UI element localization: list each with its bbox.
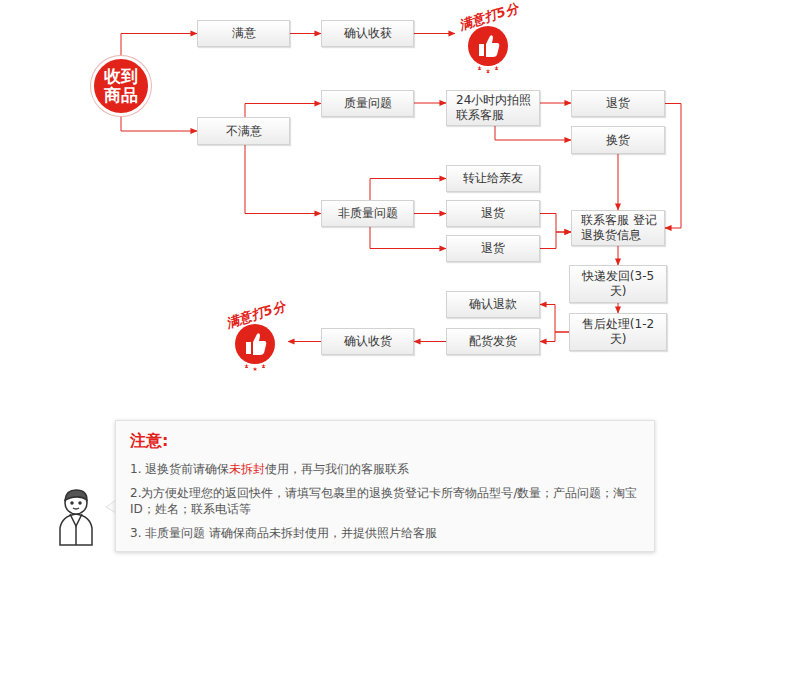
- notice-item: 1. 退换货前请确保未拆封使用，再与我们的客服联系: [130, 461, 640, 477]
- process-box: 确认收货: [321, 328, 414, 355]
- flow-arrow: [414, 213, 446, 214]
- node-label: 非质量问题: [338, 206, 398, 221]
- process-box: 非质量问题: [321, 200, 414, 227]
- notice-text: 1. 退换货前请确保: [130, 462, 229, 476]
- process-box: 满意: [197, 20, 290, 47]
- node-label: 质量问题: [344, 96, 392, 111]
- node-label: 配货发货: [469, 334, 517, 349]
- process-box: 不满意: [197, 117, 290, 145]
- flow-arrow: [665, 104, 681, 229]
- avatar: [60, 490, 92, 545]
- node-label: 售后处理(1-2天): [574, 317, 662, 347]
- node-label: 确认收货: [344, 334, 392, 349]
- flow-arrow: [414, 33, 455, 34]
- node-label: 联系客服 登记退换货信息: [581, 213, 660, 243]
- start-circle: 收到商品: [91, 56, 151, 116]
- flow-arrow: [414, 341, 446, 342]
- node-label: 确认退款: [469, 297, 517, 312]
- node-label: 收到商品: [104, 67, 138, 105]
- rating-badge: 满意打5分: [222, 300, 288, 374]
- process-box: 售后处理(1-2天): [569, 313, 667, 351]
- flow-arrow: [540, 214, 571, 233]
- node-label: 退货: [481, 241, 505, 256]
- flow-arrow: [288, 341, 321, 342]
- process-box: 退货: [446, 200, 540, 227]
- process-box: 转让给亲友: [446, 165, 540, 192]
- process-box: 快递发回(3-5天): [569, 265, 667, 303]
- flow-arrow: [370, 179, 446, 201]
- node-label: 确认收获: [344, 26, 392, 41]
- process-box: 退货: [571, 90, 665, 117]
- node-label: 换货: [606, 133, 630, 148]
- process-box: 配货发货: [446, 328, 540, 355]
- flow-arrow: [618, 303, 619, 313]
- flow-arrow: [540, 103, 571, 104]
- flow-arrow: [121, 34, 197, 57]
- process-box: 换货: [571, 126, 665, 154]
- process-box: 联系客服 登记退换货信息: [571, 210, 665, 246]
- flow-arrow: [540, 232, 571, 249]
- process-box: 质量问题: [321, 90, 414, 117]
- notice-text: 未拆封: [229, 462, 265, 476]
- notice-text: 使用，再与我们的客服联系: [265, 462, 409, 476]
- flow-arrow: [370, 227, 446, 249]
- notice-title: 注意:: [130, 431, 640, 451]
- process-box: 24小时内拍照 联系客服: [446, 90, 540, 126]
- flow-arrow: [618, 246, 619, 265]
- flow-arrow: [245, 145, 321, 214]
- node-label: 满意: [232, 26, 256, 41]
- node-label: 退货: [481, 206, 505, 221]
- process-box: 退货: [446, 235, 540, 262]
- flow-arrow: [245, 104, 321, 118]
- node-label: 快递发回(3-5天): [574, 269, 662, 299]
- notice-item: 2.为方便处理您的返回快件，请填写包裹里的退换货登记卡所寄物品型号/数量；产品问…: [130, 485, 640, 517]
- notice-item: 3. 非质量问题 请确保商品未拆封使用，并提供照片给客服: [130, 525, 640, 541]
- node-label: 24小时内拍照 联系客服: [456, 93, 535, 123]
- node-label: 不满意: [226, 124, 262, 139]
- process-box: 确认退款: [446, 291, 540, 318]
- node-label: 退货: [606, 96, 630, 111]
- flow-arrow: [540, 332, 569, 342]
- node-label: 转让给亲友: [463, 171, 523, 186]
- flow-arrow: [540, 305, 569, 333]
- rating-badge: 满意打5分: [455, 2, 521, 76]
- flow-arrow: [290, 33, 321, 34]
- flow-arrow: [121, 116, 197, 131]
- flow-arrow: [495, 126, 571, 140]
- flow-arrow: [618, 154, 619, 210]
- notice-panel: 注意: 1. 退换货前请确保未拆封使用，再与我们的客服联系 2.为方便处理您的返回快…: [115, 420, 655, 552]
- process-box: 确认收获: [321, 20, 414, 47]
- flow-arrow: [414, 103, 446, 104]
